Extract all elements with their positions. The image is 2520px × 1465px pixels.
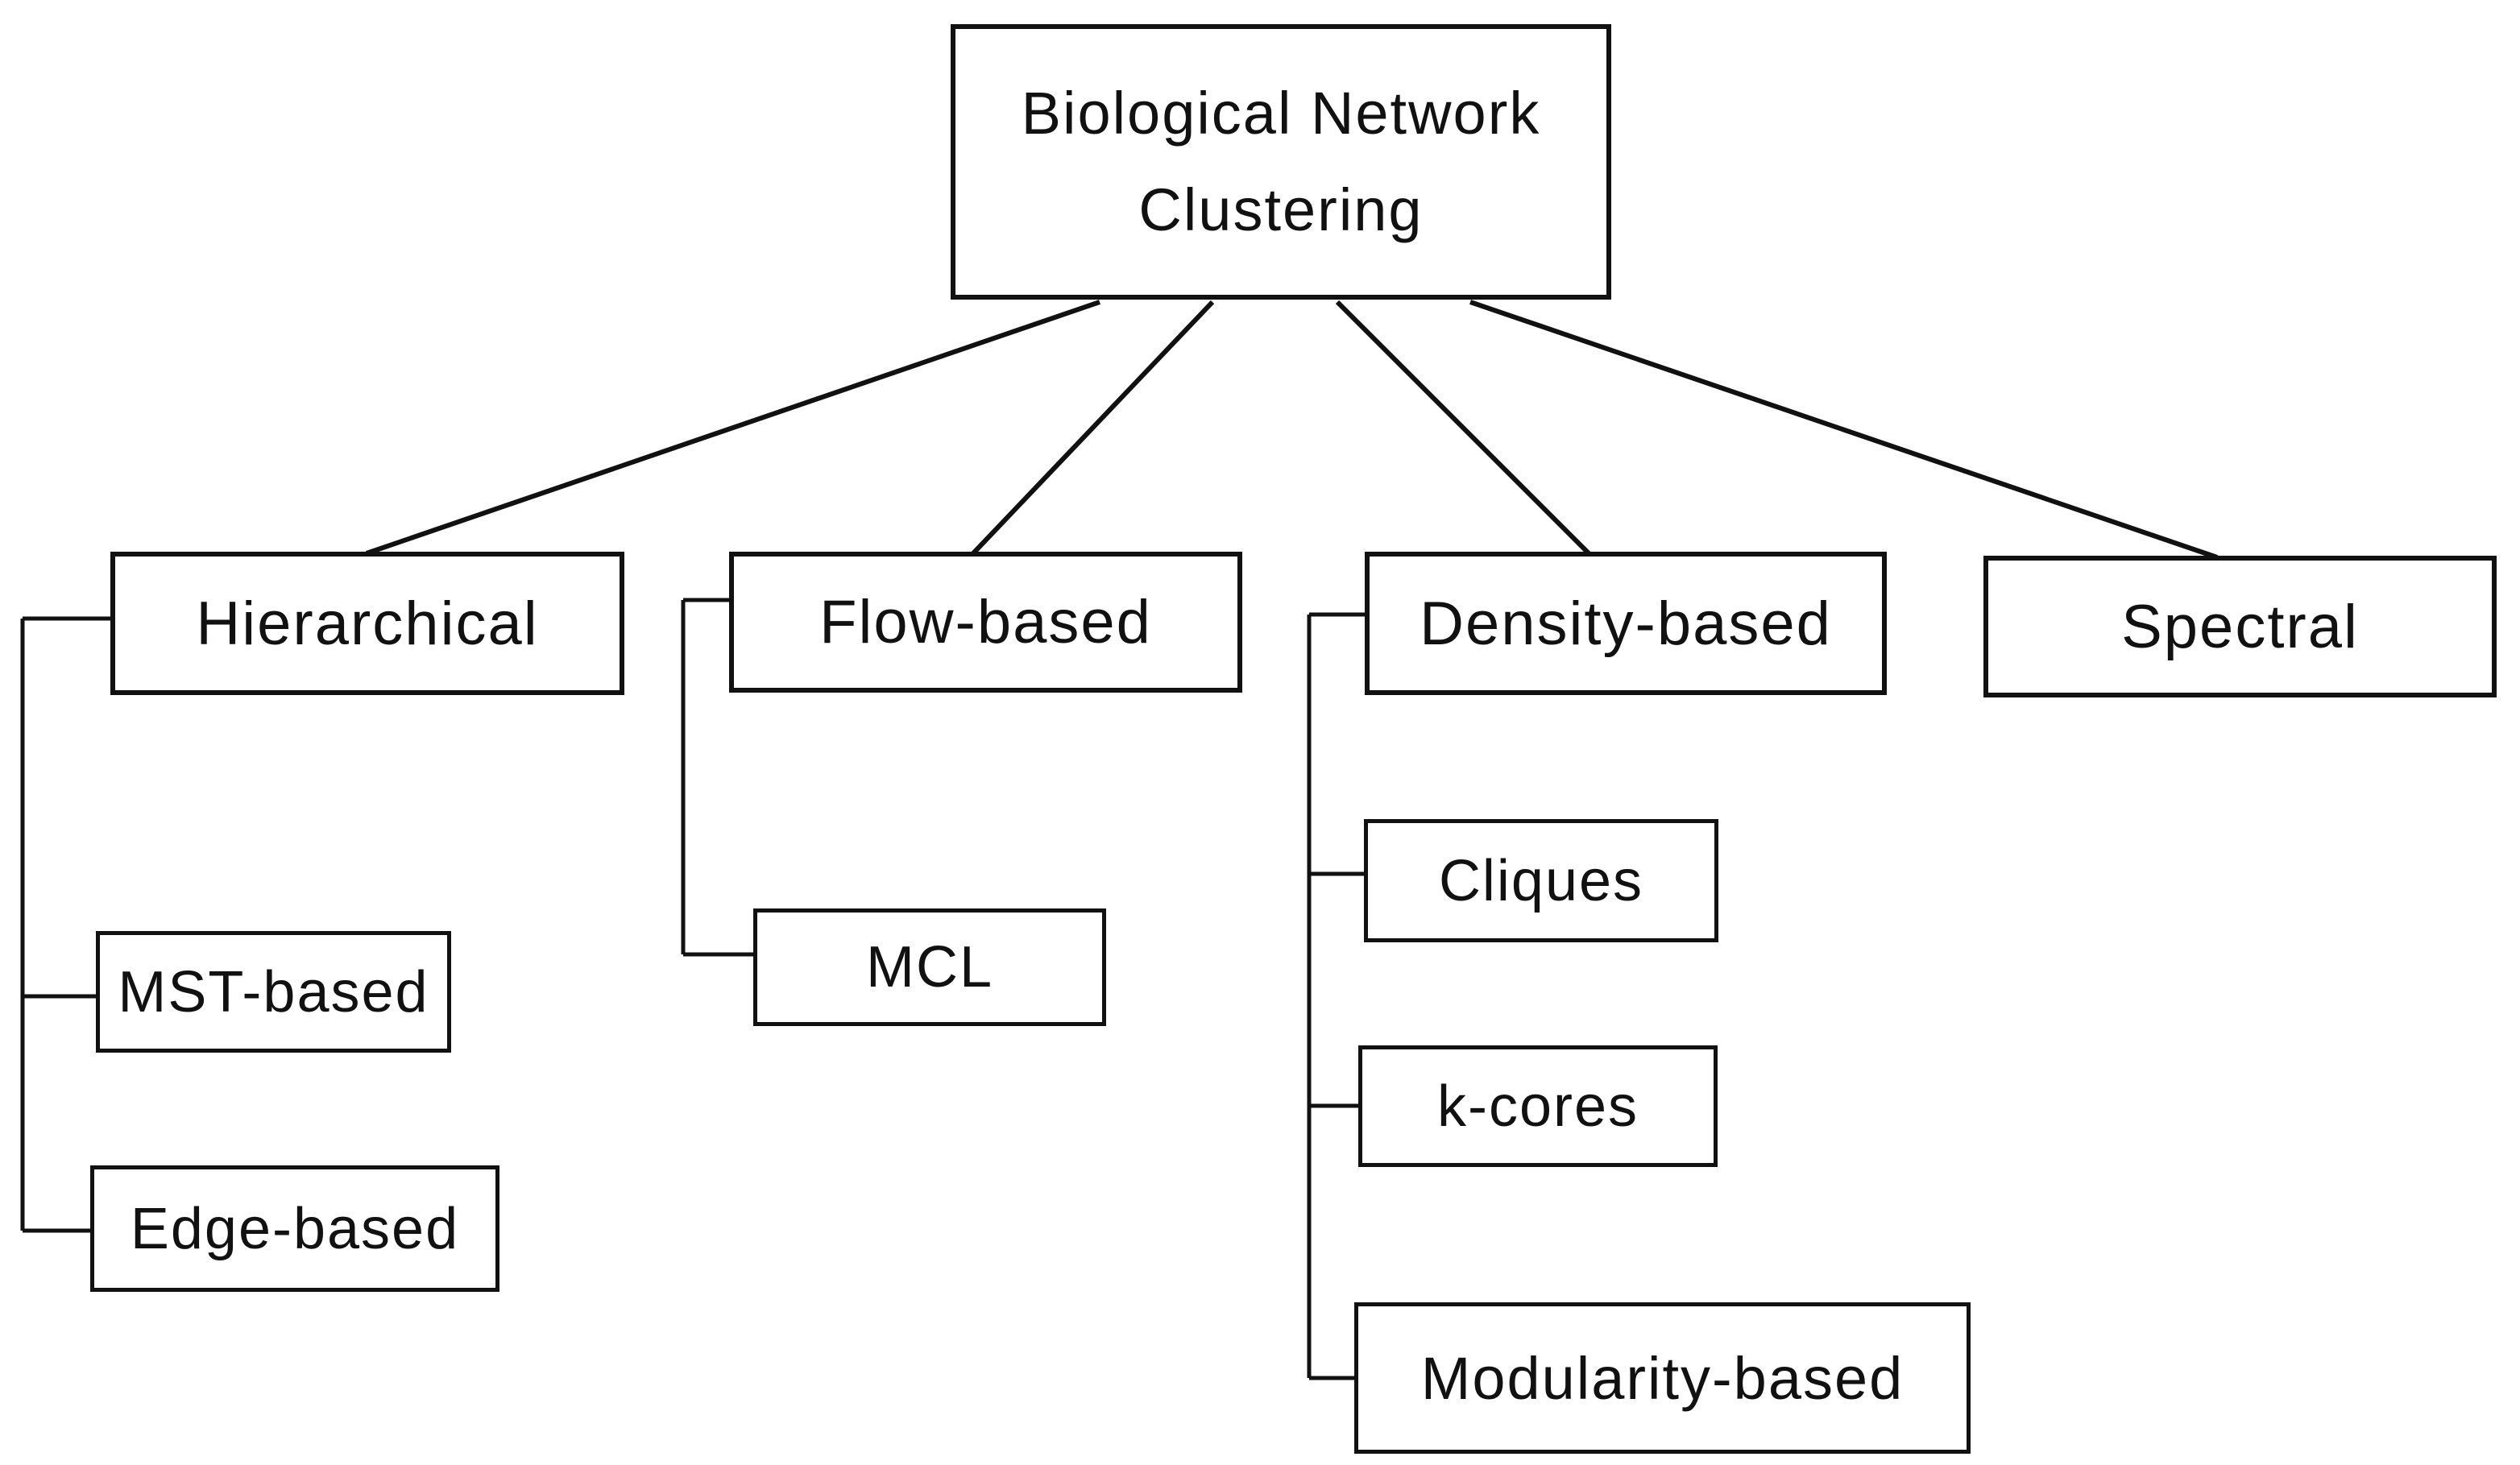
node-density-based-label: Density-based xyxy=(1420,589,1832,658)
node-hierarchical-label: Hierarchical xyxy=(196,589,539,658)
node-k-cores: k-cores xyxy=(1358,1045,1718,1167)
node-mcl-label: MCL xyxy=(865,935,993,999)
node-edge-based-label: Edge-based xyxy=(130,1196,460,1261)
node-spectral-label: Spectral xyxy=(2121,592,2359,661)
node-k-cores-label: k-cores xyxy=(1436,1074,1639,1139)
node-root-label-line1: Biological Network xyxy=(1021,80,1541,147)
node-root-label-line2: Clustering xyxy=(1138,176,1424,243)
node-flow-based-label: Flow-based xyxy=(819,588,1152,656)
connector-root-density xyxy=(1335,300,1591,556)
connector-root-hierarchical xyxy=(366,300,1100,556)
node-flow-based: Flow-based xyxy=(729,552,1242,693)
node-modularity-based-label: Modularity-based xyxy=(1420,1344,1905,1412)
node-root: Biological Network Clustering xyxy=(951,24,1611,300)
node-hierarchical: Hierarchical xyxy=(110,552,624,695)
node-density-based: Density-based xyxy=(1365,552,1887,695)
node-mst-based-label: MST-based xyxy=(118,959,429,1024)
node-mst-based: MST-based xyxy=(96,931,451,1053)
node-cliques: Cliques xyxy=(1364,819,1718,942)
connector-root-flow xyxy=(971,300,1215,556)
connector-root-spectral xyxy=(1469,300,2218,560)
node-modularity-based: Modularity-based xyxy=(1354,1302,1971,1454)
node-edge-based: Edge-based xyxy=(90,1165,499,1292)
node-spectral: Spectral xyxy=(1983,556,2497,697)
node-mcl: MCL xyxy=(753,908,1106,1026)
node-cliques-label: Cliques xyxy=(1438,848,1644,913)
